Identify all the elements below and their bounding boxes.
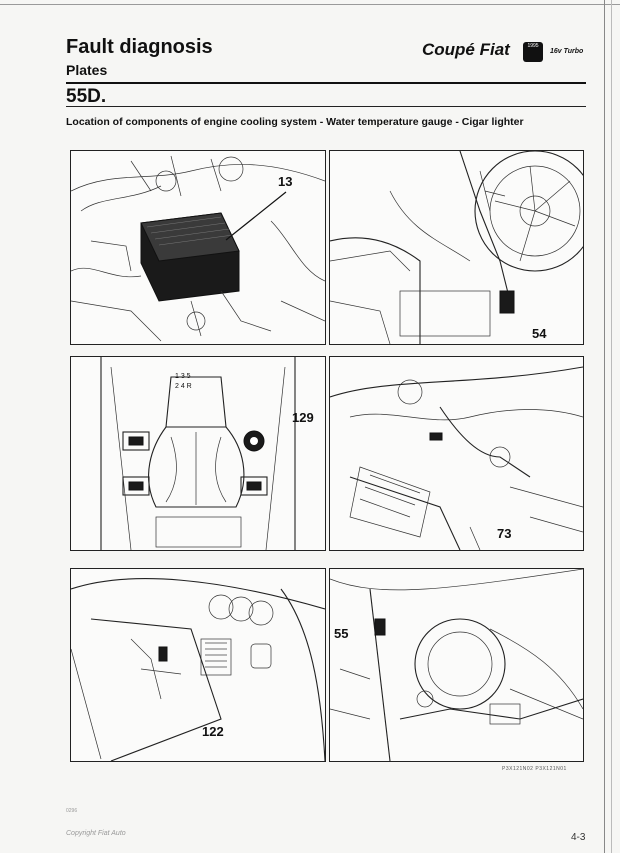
section-number: 55D. [66, 86, 107, 107]
year-badge-text: 1995 [527, 43, 539, 49]
year-badge-logo: 1995 [523, 42, 543, 62]
copyright-notice: Copyright Fiat Auto [66, 830, 126, 837]
panel-dashboard-wiring-illustration [329, 356, 584, 551]
brand-name: Coupé Fiat [422, 40, 510, 59]
panel-battery-illustration [70, 150, 326, 345]
section-caption: Location of components of engine cooling… [66, 116, 524, 128]
callout-129: 129 [292, 410, 314, 425]
gearshift-drawing [100, 357, 296, 550]
panel-engine-bay-illustration [329, 568, 584, 762]
engine-bay-drawing [330, 569, 583, 761]
figure-reference-code: P3X121N02 P3X121N01 [502, 766, 567, 772]
callout-73: 73 [497, 526, 512, 541]
battery-drawing [71, 155, 325, 342]
page-number: 4-3 [571, 832, 586, 843]
binding-edge-line [604, 0, 605, 853]
dashboard-wiring-drawing [330, 366, 583, 550]
callout-55: 55 [334, 626, 349, 641]
callout-54: 54 [532, 326, 547, 341]
top-edge-line [0, 4, 620, 5]
header-rule [66, 82, 586, 84]
fan-drawing [330, 151, 583, 344]
panel-steering-column-illustration [70, 568, 326, 762]
callout-13: 13 [278, 174, 293, 189]
binding-edge-line-outer [611, 0, 612, 853]
section-rule [66, 106, 586, 107]
steering-column-drawing [71, 578, 325, 761]
gear-pattern-top: 1 3 5 [175, 373, 191, 380]
margin-note: 0296 [66, 808, 78, 814]
page-subtitle: Plates [66, 62, 108, 78]
panel-fan-illustration [329, 150, 584, 345]
callout-122: 122 [202, 724, 224, 739]
panel-gearshift-illustration: 1 3 5 2 4 R [70, 356, 326, 551]
page-title: Fault diagnosis [66, 36, 213, 58]
engine-spec: 16v Turbo [550, 48, 584, 55]
gear-pattern-bottom: 2 4 R [175, 383, 192, 390]
